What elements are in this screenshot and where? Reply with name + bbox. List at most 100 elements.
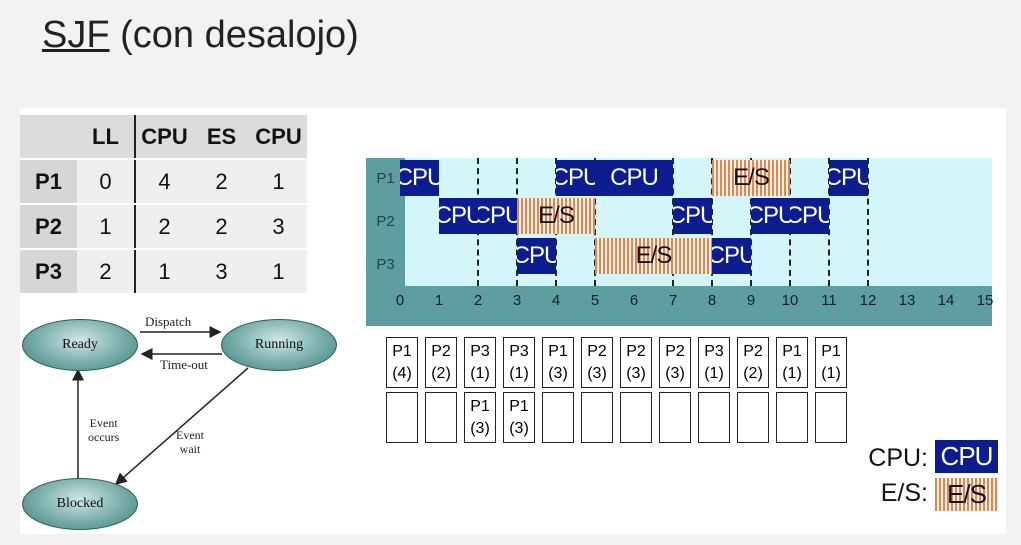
queue-slot-bottom xyxy=(386,392,418,443)
queue-slot-bottom xyxy=(698,392,730,443)
row-process-name: P1 xyxy=(20,159,77,205)
queue-slot-bottom xyxy=(620,392,652,443)
gantt-cpu-bar: CPU xyxy=(751,198,790,234)
queue-slot-text: P2 xyxy=(743,343,763,360)
queue-slot-top: P1(3) xyxy=(542,337,574,388)
queue-slot-text: (3) xyxy=(509,420,529,437)
queue-slot-bottom xyxy=(581,392,613,443)
queue-slot-text: P1 xyxy=(509,398,529,415)
queue-slot-bottom: P1(3) xyxy=(503,392,535,443)
gantt-cpu-bar: CPU xyxy=(712,238,751,274)
queue-slot-bottom xyxy=(542,392,574,443)
queue-slot-text: P3 xyxy=(470,343,490,360)
time-tick: 15 xyxy=(976,292,994,309)
time-tick: 1 xyxy=(434,292,444,309)
time-tick: 11 xyxy=(821,292,837,309)
time-tick: 13 xyxy=(898,292,916,309)
time-tick: 4 xyxy=(551,292,561,309)
time-tick: 10 xyxy=(781,292,799,309)
table-cell: 1 xyxy=(250,159,307,205)
time-tick: 8 xyxy=(707,292,717,309)
event-occurs-label-line: occurs xyxy=(88,430,120,444)
event-wait-label: Event wait xyxy=(176,428,204,456)
queue-slot-text: (3) xyxy=(665,365,685,382)
queue-slot-text: P3 xyxy=(509,343,529,360)
legend-es-label: E/S: xyxy=(880,479,928,507)
title-rest: (con desalojo) xyxy=(109,14,359,56)
state-transition-arrows xyxy=(72,326,249,485)
gantt-cpu-bar: CPU xyxy=(673,198,712,234)
queue-slot-top: P2(2) xyxy=(737,337,769,388)
queue-slot-top: P3(1) xyxy=(698,337,730,388)
process-label-column: P1 P2 P3 xyxy=(366,158,405,286)
queue-slot-bottom xyxy=(737,392,769,443)
header-ll: LL xyxy=(77,115,136,160)
title-abbrev: SJF xyxy=(42,14,110,56)
queue-slot-text: (1) xyxy=(782,365,802,382)
queue-slot-text: (3) xyxy=(548,365,568,382)
time-tick: 5 xyxy=(590,292,600,309)
header-cpu: CPU xyxy=(135,115,193,160)
table-cell: 1 xyxy=(77,204,136,250)
gantt-cpu-bar: CPU xyxy=(400,160,439,196)
queue-slot-text: (1) xyxy=(821,365,841,382)
table-cell: 2 xyxy=(193,159,250,205)
queue-slot-top: P1(1) xyxy=(815,337,847,388)
process-table: LL CPU ES CPU P1 0 4 2 1 P2 1 2 2 3 P3 2… xyxy=(20,115,307,295)
time-tick: 9 xyxy=(746,292,756,309)
table-row: P3 2 1 3 1 xyxy=(20,249,307,295)
header-es: ES xyxy=(193,115,250,160)
queue-slot-top: P1(1) xyxy=(776,337,808,388)
gantt-gridline xyxy=(828,158,830,286)
event-occurs-label: Event occurs xyxy=(88,416,119,444)
time-tick: 14 xyxy=(937,292,955,309)
queue-slot-text: P1 xyxy=(782,343,802,360)
queue-slot-text: P1 xyxy=(821,343,841,360)
queue-slot-top: P3(1) xyxy=(464,337,496,388)
table-row: P2 1 2 2 3 xyxy=(20,204,307,250)
table-cell: 0 xyxy=(77,159,136,205)
table-cell: 2 xyxy=(193,204,250,250)
gantt-io-bar: E/S xyxy=(595,238,712,274)
gantt-cpu-bar: CPU xyxy=(517,238,556,274)
queue-slot-text: (1) xyxy=(470,365,490,382)
table-cell: 2 xyxy=(77,249,136,295)
queue-slot-top: P2(3) xyxy=(620,337,652,388)
queue-slot-text: (3) xyxy=(587,365,607,382)
table-cell: 3 xyxy=(193,249,250,295)
queue-slot-text: (2) xyxy=(431,365,451,382)
table-cell: 4 xyxy=(135,159,193,205)
gantt-cpu-bar: CPU xyxy=(595,160,673,196)
queue-slot-text: (3) xyxy=(626,365,646,382)
queue-slot-text: P2 xyxy=(626,343,646,360)
queue-slot-text: P2 xyxy=(431,343,451,360)
header-cpu-2: CPU xyxy=(250,115,307,160)
queue-slot-text: P1 xyxy=(392,343,412,360)
queue-slot-bottom xyxy=(776,392,808,443)
event-wait-label-line: Event xyxy=(176,428,204,442)
queue-slot-text: P1 xyxy=(548,343,568,360)
gantt-row-label: P3 xyxy=(376,256,395,273)
legend-cpu-label: CPU: xyxy=(868,444,928,472)
row-process-name: P3 xyxy=(20,249,77,295)
table-cell: 3 xyxy=(250,204,307,250)
queue-slot-text: (4) xyxy=(392,365,412,382)
gantt-gridline xyxy=(594,158,596,286)
legend-es-swatch: E/S xyxy=(935,478,998,511)
table-corner xyxy=(20,115,77,160)
queue-slot-text: P2 xyxy=(587,343,607,360)
queue-slot-text: (3) xyxy=(470,420,490,437)
time-tick: 6 xyxy=(629,292,639,309)
gantt-cpu-bar: CPU xyxy=(439,198,478,234)
table-row: P1 0 4 2 1 xyxy=(20,159,307,205)
gantt-io-bar: E/S xyxy=(517,198,595,234)
queue-slot-bottom xyxy=(659,392,691,443)
time-tick: 7 xyxy=(668,292,678,309)
gantt-row-label: P1 xyxy=(376,170,395,187)
dispatch-label: Dispatch xyxy=(145,314,192,329)
queue-slot-bottom xyxy=(815,392,847,443)
gantt-cpu-bar: CPU xyxy=(478,198,517,234)
state-ready: Ready xyxy=(22,319,138,371)
queue-slot-text: (1) xyxy=(704,365,724,382)
